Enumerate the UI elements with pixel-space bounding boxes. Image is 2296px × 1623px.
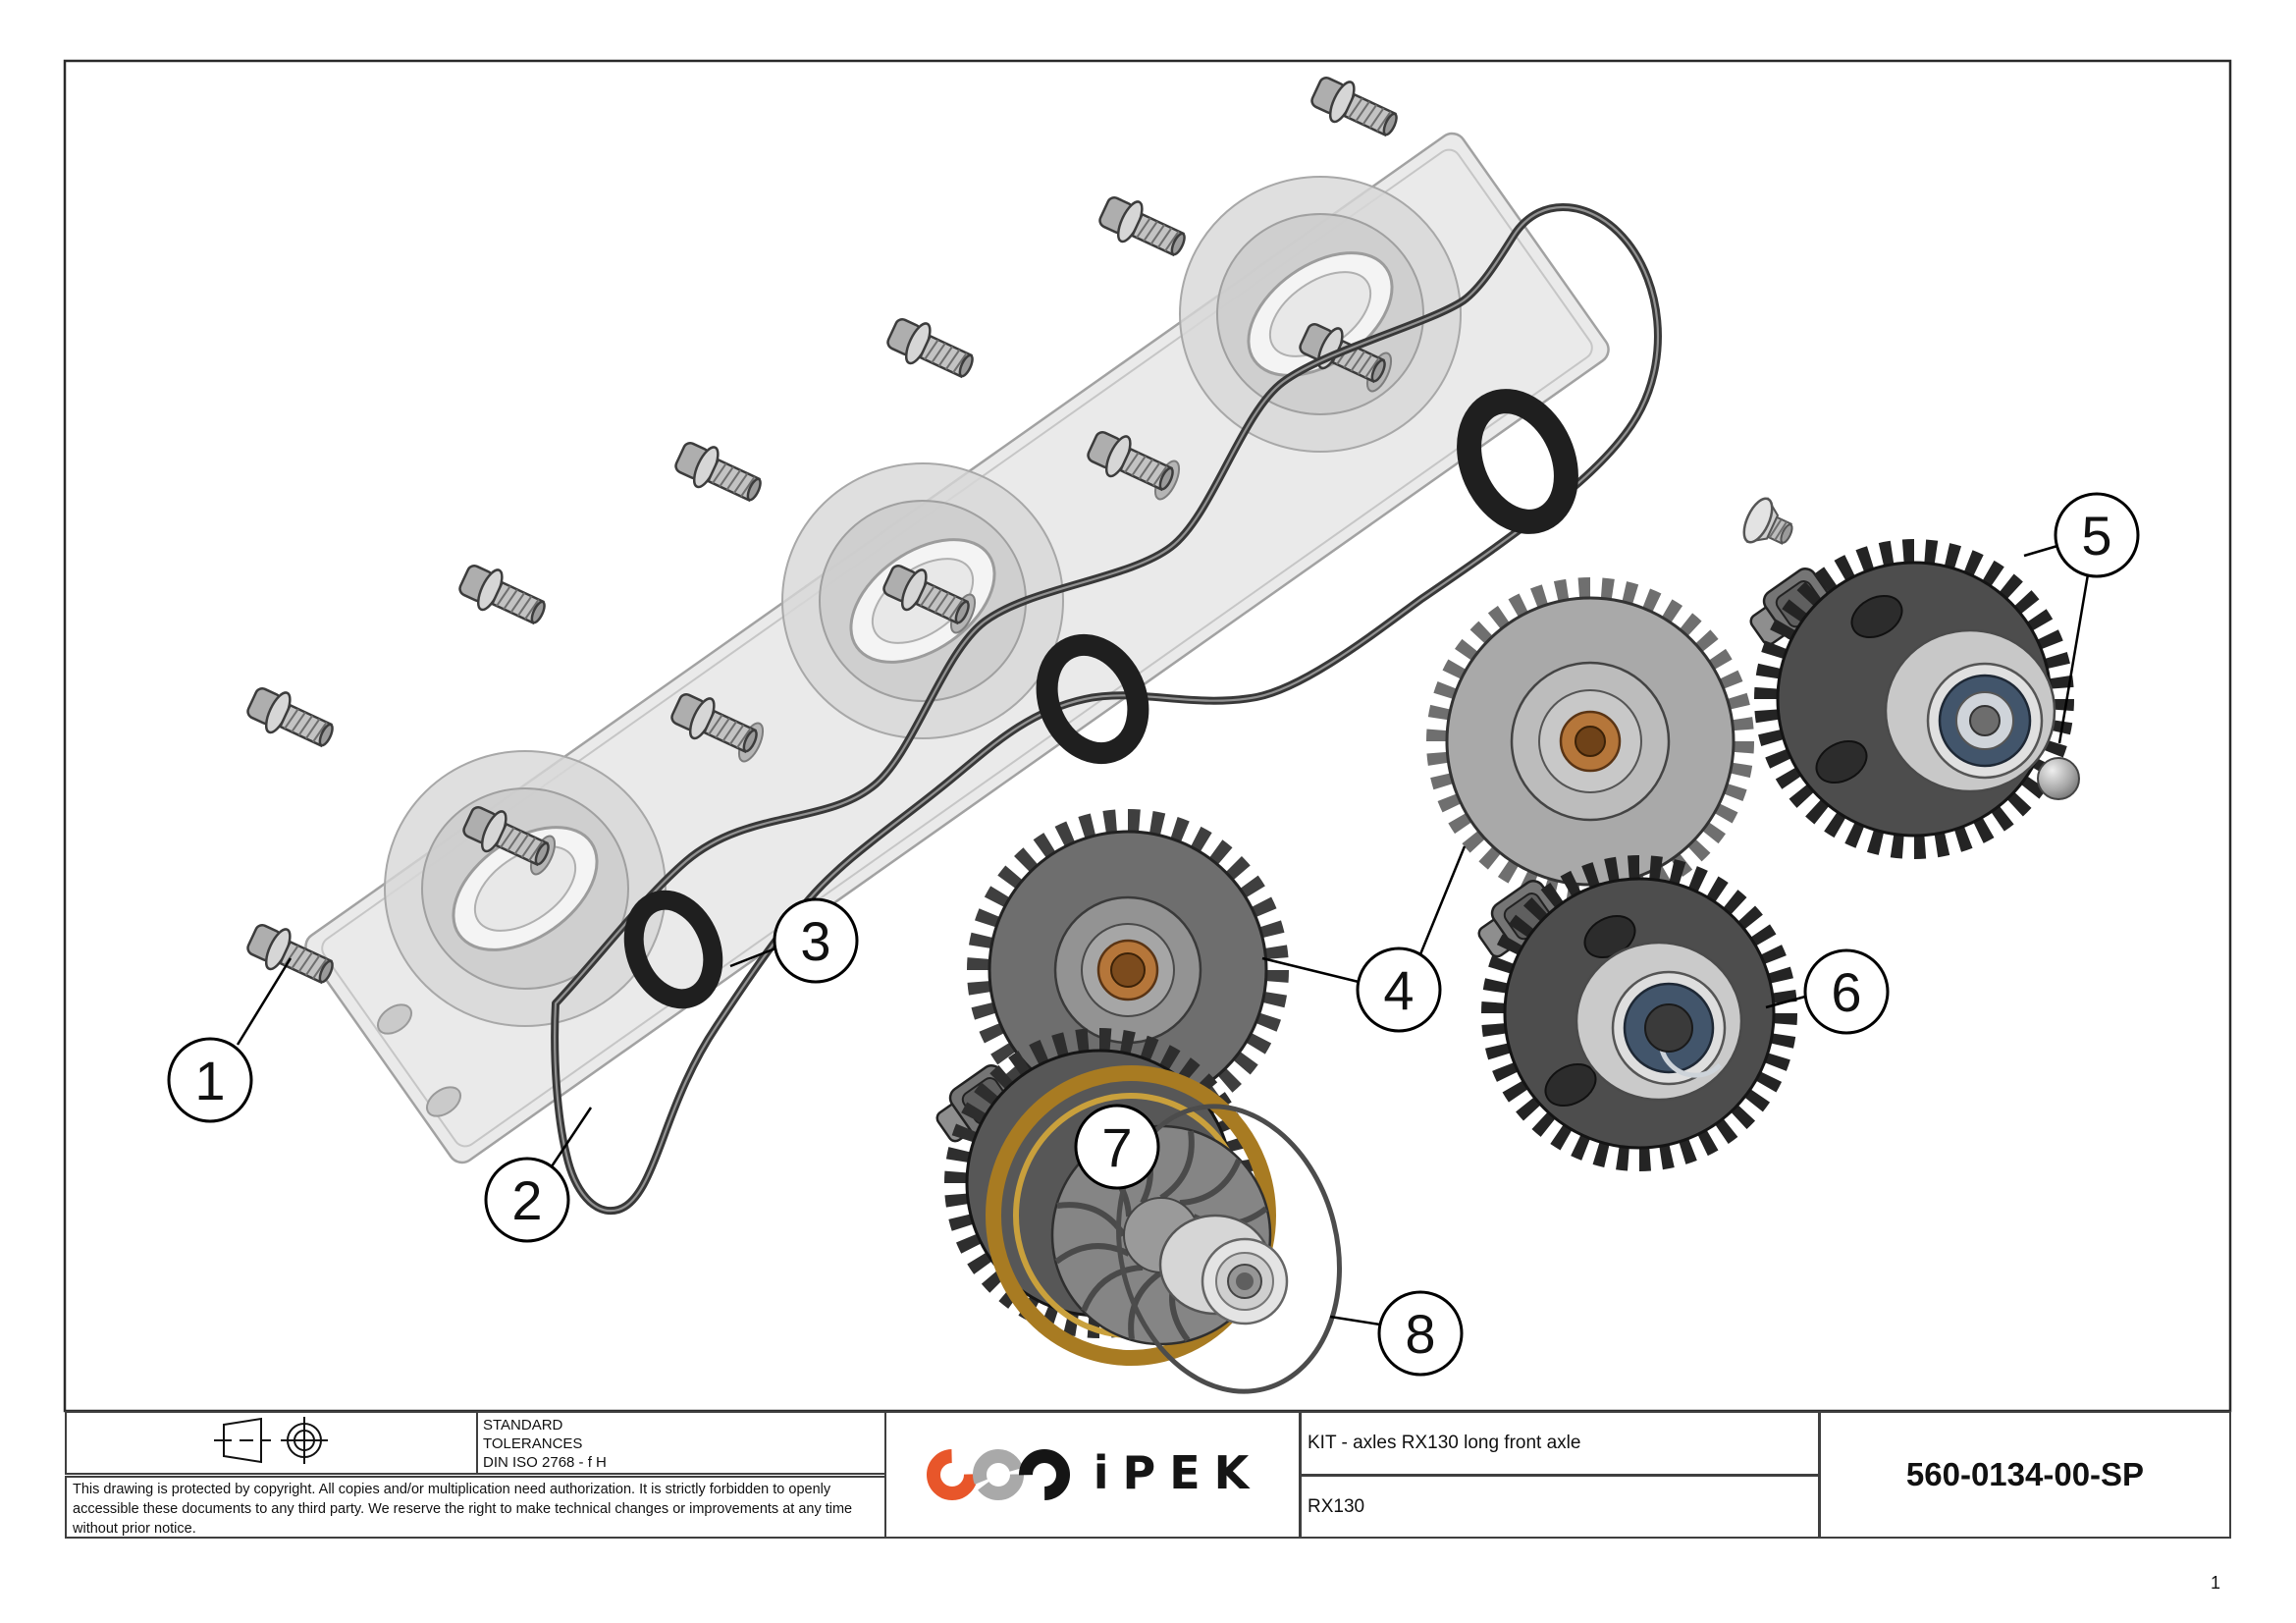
spur-gear-light xyxy=(1426,577,1754,905)
callout-5: 5 xyxy=(2023,492,2140,744)
cover-plate xyxy=(304,132,1610,1164)
callout-6: 6 xyxy=(1765,948,1890,1035)
callouts: 1 2 3 4 5 6 7 xyxy=(167,492,2140,1377)
detent-ball xyxy=(2037,757,2080,800)
bearing-gear-top xyxy=(1740,539,2074,859)
bevel-gear-assembly xyxy=(927,1028,1343,1394)
plate-boss xyxy=(384,750,667,1027)
screw xyxy=(1094,189,1193,267)
screw xyxy=(881,310,981,389)
copyright-cell: This drawing is protected by copyright. … xyxy=(65,1476,886,1539)
copyright-text: This drawing is protected by copyright. … xyxy=(73,1482,853,1537)
model-cell: RX130 xyxy=(1300,1475,1820,1539)
tolerance-line: STANDARD xyxy=(483,1417,563,1434)
callout-number: 6 xyxy=(1831,961,1861,1023)
tolerances-cell: STANDARD TOLERANCES DIN ISO 2768 - f H xyxy=(476,1411,886,1475)
o-ring-mid xyxy=(1036,633,1149,765)
o-ring-large xyxy=(1457,389,1578,534)
drawing-title-cell: KIT - axles RX130 long front axle xyxy=(1300,1411,1820,1476)
screw xyxy=(1306,69,1405,147)
part-number-cell: 560-0134-00-SP xyxy=(1819,1411,2231,1539)
projection-symbol-cell xyxy=(65,1411,478,1475)
callout-7: 7 xyxy=(1074,1104,1160,1190)
screw xyxy=(669,434,769,513)
o-ring-small xyxy=(623,890,723,1009)
callout-8: 8 xyxy=(1329,1290,1464,1377)
plate-boss xyxy=(1179,176,1462,453)
callout-number: 1 xyxy=(194,1050,225,1111)
callout-number: 2 xyxy=(511,1169,542,1231)
drawing-title: KIT - axles RX130 long front axle xyxy=(1308,1433,1581,1453)
part-number: 560-0134-00-SP xyxy=(1905,1456,2145,1492)
plate-hole xyxy=(425,1086,462,1117)
logo-cell: iPEK xyxy=(884,1411,1301,1539)
callout-number: 3 xyxy=(800,910,830,972)
shaft-o-ring xyxy=(1115,1104,1343,1394)
plate-hole xyxy=(376,1003,413,1035)
callout-4: 4 xyxy=(1261,845,1467,1033)
page-number: 1 xyxy=(2211,1573,2221,1593)
model-name: RX130 xyxy=(1308,1495,1365,1517)
tolerance-line: TOLERANCES xyxy=(483,1435,583,1452)
callout-number: 5 xyxy=(2081,505,2111,567)
bearing-gear-lower xyxy=(1468,855,1797,1171)
sealing-plug xyxy=(1742,497,1793,545)
first-angle-projection-icon xyxy=(214,1417,328,1464)
callout-number: 4 xyxy=(1383,959,1414,1021)
callout-number: 8 xyxy=(1405,1303,1435,1365)
callout-3: 3 xyxy=(729,897,859,984)
callout-1: 1 xyxy=(167,957,293,1123)
ipek-logo-icon xyxy=(926,1449,1070,1500)
logo-text: iPEK xyxy=(1093,1446,1263,1499)
callout-2: 2 xyxy=(484,1107,593,1243)
screw xyxy=(241,679,341,758)
tolerance-line: DIN ISO 2768 - f H xyxy=(483,1454,607,1471)
screw xyxy=(454,557,553,635)
callout-number: 7 xyxy=(1101,1116,1132,1178)
